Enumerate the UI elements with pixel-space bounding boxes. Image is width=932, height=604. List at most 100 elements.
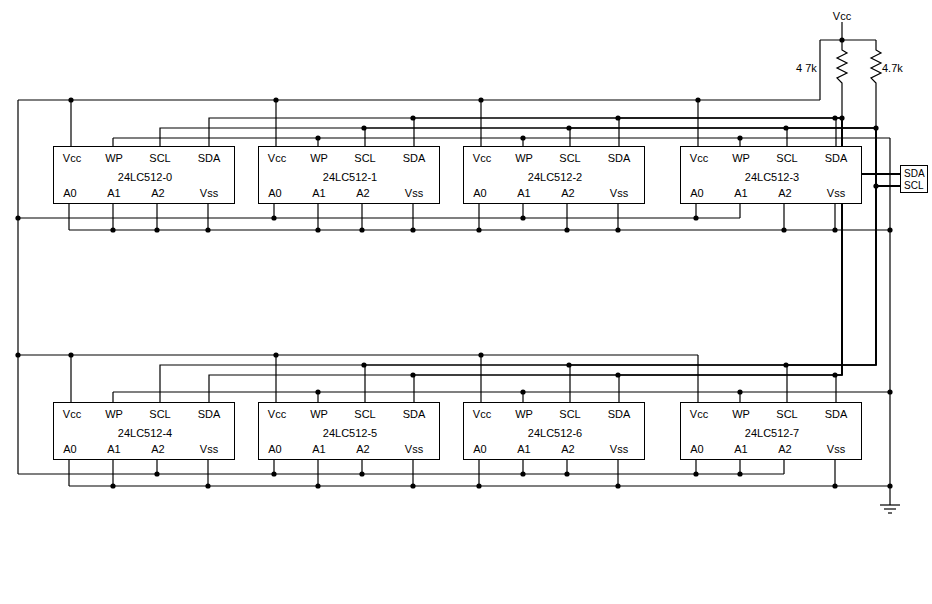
sda-wire: [414, 174, 900, 402]
wp-bus: [113, 391, 890, 392]
junction-dot: [783, 362, 788, 367]
junction-dot: [15, 352, 20, 357]
pin-name: SDA: [198, 408, 221, 420]
address-ground-wire: [68, 460, 69, 486]
sda-wire: [836, 174, 900, 402]
vcc-bus: [18, 354, 698, 355]
scl-wire: [787, 186, 900, 402]
supply-wire: [820, 39, 876, 40]
pin-name: Vcc: [473, 408, 491, 420]
pin-name: Vss: [610, 443, 628, 455]
wp-wire: [112, 392, 113, 402]
pin-name: A2: [778, 443, 791, 455]
resistor-value: 4 7k: [796, 62, 817, 74]
chip-name: 24LC512-7: [745, 427, 799, 439]
junction-dot: [410, 115, 415, 120]
junction-dot: [615, 372, 620, 377]
chip-name: 24LC512-6: [528, 427, 582, 439]
pin-name: A2: [356, 187, 369, 199]
vcc-wire: [70, 355, 71, 402]
junction-dot: [783, 125, 788, 130]
vcc-wire: [480, 355, 481, 402]
address-ground-wire: [207, 460, 208, 486]
junction-dot: [887, 389, 892, 394]
pin-name: Vss: [827, 187, 845, 199]
junction-dot: [887, 483, 892, 488]
address-ground-wire: [207, 204, 208, 230]
pin-name: WP: [515, 152, 533, 164]
address-ground-wire: [412, 204, 413, 230]
pin-name: Vcc: [63, 152, 81, 164]
pin-name: A0: [63, 443, 76, 455]
address-ground-wire: [361, 204, 362, 230]
eeprom-chip: VccWPSCLSDA24LC512-0A0A1A2Vss: [53, 146, 235, 204]
vcc-rail: [17, 100, 18, 474]
scl-wire: [365, 186, 900, 402]
resistor-symbol: [871, 40, 881, 88]
pin-name: A2: [151, 443, 164, 455]
pin-name: A0: [690, 443, 703, 455]
junction-dot: [15, 215, 20, 220]
pin-name: A1: [734, 187, 747, 199]
junction-dot: [361, 362, 366, 367]
pin-name: A0: [268, 443, 281, 455]
scl-wire: [160, 186, 900, 402]
pin-name: Vcc: [473, 152, 491, 164]
address-ground-wire: [617, 204, 618, 230]
eeprom-chip: VccWPSCLSDA24LC512-4A0A1A2Vss: [53, 402, 235, 460]
pin-name: A0: [473, 187, 486, 199]
ground-bus: [69, 229, 890, 230]
chip-name: 24LC512-1: [323, 171, 377, 183]
junction-dot: [410, 372, 415, 377]
pin-name: SDA: [608, 152, 631, 164]
vcc-bus: [18, 473, 784, 474]
sda-wire: [619, 174, 900, 402]
pin-name: A2: [356, 443, 369, 455]
scl-wire: [570, 186, 900, 402]
address-ground-wire: [317, 460, 318, 486]
vcc-wire: [70, 100, 71, 146]
pin-name: Vcc: [268, 408, 286, 420]
address-ground-wire: [617, 460, 618, 486]
junction-dot: [887, 227, 892, 232]
sda-wire: [209, 174, 900, 402]
address-ground-wire: [112, 204, 113, 230]
chip-name: 24LC512-3: [745, 171, 799, 183]
pin-name: A0: [63, 187, 76, 199]
pin-name: A0: [473, 443, 486, 455]
pin-name: Vss: [827, 443, 845, 455]
chip-name: 24LC512-0: [118, 171, 172, 183]
pin-name: WP: [310, 408, 328, 420]
pin-name: SDA: [198, 152, 221, 164]
address-ground-wire: [834, 204, 835, 230]
address-ground-wire: [112, 460, 113, 486]
vcc-bus: [18, 217, 740, 218]
ground-symbol: [888, 512, 892, 513]
pin-name: WP: [105, 152, 123, 164]
address-ground-wire: [783, 204, 784, 230]
address-ground-wire: [478, 460, 479, 486]
vcc-bus: [18, 99, 820, 100]
bus-wires: [160, 115, 900, 402]
address-ground-wire: [478, 204, 479, 230]
pin-name: Vss: [200, 443, 218, 455]
address-ground-wire: [68, 204, 69, 230]
junction-dot: [832, 372, 837, 377]
ground-rail: [889, 138, 890, 505]
pin-name: Vss: [405, 187, 423, 199]
pin-name: A1: [107, 187, 120, 199]
pin-name: Vss: [200, 187, 218, 199]
pin-name: SCL: [776, 152, 797, 164]
pin-name: SDA: [825, 408, 848, 420]
vcc-wire: [480, 100, 481, 146]
pin-name: SDA: [403, 408, 426, 420]
pin-name: SCL: [559, 152, 580, 164]
eeprom-chip: VccWPSCLSDA24LC512-3A0A1A2Vss: [680, 146, 862, 204]
pin-name: SCL: [354, 152, 375, 164]
pin-name: Vcc: [690, 408, 708, 420]
pin-name: Vss: [610, 187, 628, 199]
pin-name: SCL: [776, 408, 797, 420]
supply-wire: [819, 40, 820, 100]
